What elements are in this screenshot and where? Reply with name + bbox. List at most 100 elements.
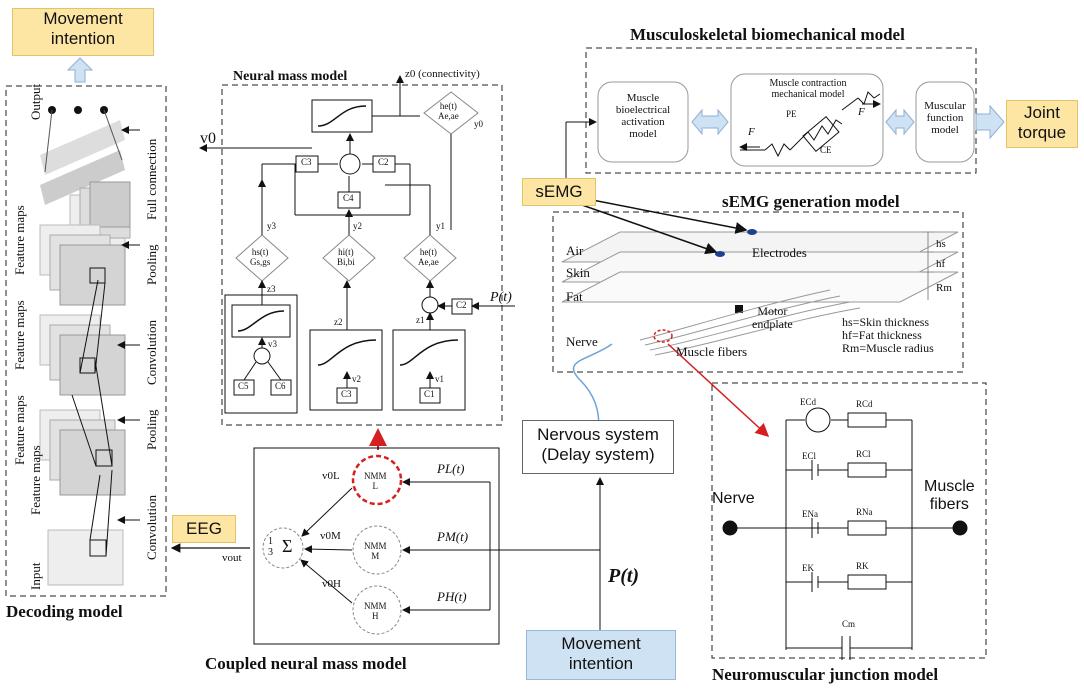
label: hi(t) (338, 247, 354, 257)
z2: z2 (334, 317, 343, 327)
full-connection-band (40, 150, 125, 205)
nmm-title: Neural mass model (233, 69, 348, 84)
c-label: C3 (341, 389, 352, 399)
output-node (74, 106, 82, 114)
label: activation (621, 116, 665, 129)
label: (Delay system) (541, 445, 655, 464)
coupled-pt: P(t) (608, 565, 640, 587)
coupled-title: Coupled neural mass model (205, 654, 407, 673)
label: hf=Fat thickness (842, 328, 922, 343)
y0-label: y0 (474, 119, 483, 129)
air-label: Air (566, 243, 584, 258)
label: fibers (929, 495, 969, 513)
label: torque (1017, 123, 1067, 142)
label: Ae,ae (438, 110, 459, 121)
layer-output: Output (28, 83, 43, 120)
label: hs(t) (251, 247, 269, 257)
label: he(t) (419, 247, 437, 257)
eeg-label: EEG (172, 515, 236, 543)
z1: z1 (416, 315, 425, 325)
joint-arrow (975, 104, 1005, 140)
hex-label: he(t)Ae,ae (418, 247, 439, 268)
label: Rm=Muscle radius (842, 341, 934, 356)
nmj-frame (711, 382, 987, 659)
v0M-label: v0M (320, 530, 341, 542)
red-arrow-nmj (667, 343, 770, 438)
c-label: C5 (238, 381, 249, 391)
fat-label: Fat (566, 289, 583, 304)
nmm-pt: P(t) (490, 290, 512, 305)
nmj-title: Neuromuscular junction model (712, 665, 939, 684)
coupled-frame (253, 447, 500, 645)
label: H (372, 610, 379, 621)
f-label-left: F (748, 126, 755, 138)
hs-label: hs(t)Gs,gs (250, 247, 271, 268)
nmm-sigmoid-top (311, 99, 373, 133)
v0-label: v0 (200, 130, 216, 147)
r-na: RNa (856, 507, 873, 517)
cm-label: Cm (842, 619, 856, 629)
nmm-h (352, 585, 402, 635)
function-box (915, 81, 975, 163)
r-cl: RCl (856, 449, 871, 459)
v0L-label: v0L (322, 470, 340, 482)
label: NMM (364, 541, 387, 551)
e-cl: ECl (802, 451, 817, 461)
fibers-label: Muscle fibers (676, 344, 748, 359)
semg-title: sEMG generation model (722, 192, 900, 211)
vout-label: vout (222, 552, 242, 564)
layer-pool2: Pooling (144, 409, 159, 450)
label: Movement (561, 634, 641, 653)
dbl-arrow (691, 108, 729, 136)
layer-conv1: Convolution (144, 319, 159, 385)
label: hs=Skin thickness (842, 315, 930, 329)
c-label: C3 (301, 157, 312, 167)
label: intention (50, 29, 116, 48)
ph-label: PH(t) (437, 589, 467, 604)
movement-intention-top: Movement intention (12, 8, 154, 56)
label: Nervous system (537, 425, 659, 444)
z0-label: z0 (connectivity) (405, 68, 480, 80)
label: L (372, 480, 379, 491)
nervous-system-box: Nervous system(Delay system) (522, 420, 674, 474)
label: intention (568, 654, 634, 673)
e-cd: ECd (800, 397, 817, 407)
nmm-sum-top (339, 153, 361, 175)
y3: y3 (267, 221, 276, 231)
feature-stack-2 (39, 224, 126, 306)
input-layer (47, 529, 124, 586)
v2: v2 (352, 374, 361, 384)
feature-maps-label: Feature maps (12, 205, 27, 275)
c-label: C2 (456, 300, 467, 310)
nerve-label: Nerve (566, 334, 598, 349)
y2: y2 (353, 221, 362, 231)
decoding-frame (5, 85, 167, 597)
label: Muscle (626, 92, 660, 104)
feature-stack-4 (39, 409, 126, 496)
feature-maps-label: Feature maps (12, 300, 27, 370)
label: Bi,bi (337, 256, 355, 267)
label: 1 (268, 536, 273, 547)
hi-label: hi(t)Bi,bi (337, 247, 355, 268)
nmj-circuit (722, 407, 968, 660)
y1: y1 (436, 221, 445, 231)
label: NMM (364, 471, 387, 481)
label: endplate (752, 317, 793, 332)
label: bioelectrical (615, 104, 671, 117)
label: mechanical model (771, 89, 845, 100)
hs-dim: hs (936, 238, 946, 250)
activation-box (597, 81, 689, 163)
label: Gs,gs (250, 256, 271, 267)
electrodes-label: Electrodes (752, 245, 807, 260)
